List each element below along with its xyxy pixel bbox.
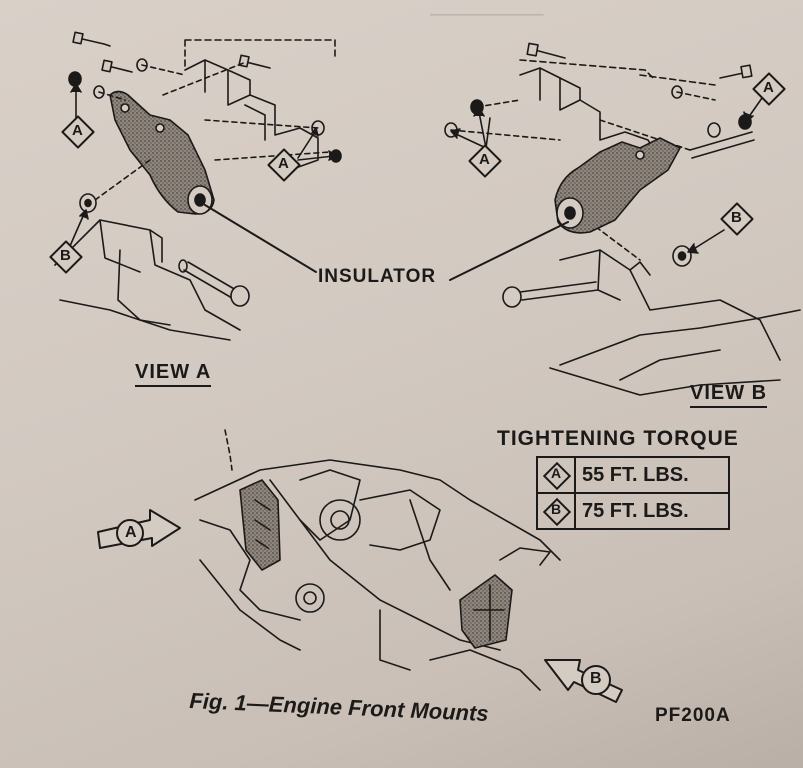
torque-table: A 55 FT. LBS. B 75 FT. LBS. <box>536 456 730 530</box>
torque-key-a: A <box>536 456 576 494</box>
torque-row-a: A 55 FT. LBS. <box>536 456 730 494</box>
callout-a-right: A <box>278 155 289 172</box>
view-b-drawing <box>444 42 801 396</box>
callout-a-left: A <box>72 122 83 139</box>
callout-a-view-b-right: A <box>763 79 774 96</box>
arrow-label-b: B <box>590 670 602 687</box>
torque-row-b: B 75 FT. LBS. <box>536 492 730 530</box>
torque-table-title: TIGHTENING TORQUE <box>497 427 739 450</box>
view-b-title: VIEW B <box>690 382 768 408</box>
diamond-b-icon: B <box>542 497 572 527</box>
figure-code: PF200A <box>655 705 731 726</box>
callout-a-view-b-left: A <box>479 151 490 168</box>
callout-b-view-b: B <box>731 209 742 226</box>
torque-value-a: 55 FT. LBS. <box>574 456 730 494</box>
arrow-label-a: A <box>125 524 137 541</box>
diamond-a-icon: A <box>542 461 572 491</box>
callout-diamonds <box>49 72 786 274</box>
torque-value-b: 75 FT. LBS. <box>574 492 730 530</box>
torque-key-b: B <box>536 492 576 530</box>
view-a-title: VIEW A <box>135 361 212 387</box>
insulator-label: INSULATOR <box>318 266 437 287</box>
bleed-through-text: ──────── <box>430 4 544 26</box>
engine-overview-drawing <box>97 429 623 703</box>
callout-b-view-a: B <box>60 247 71 264</box>
view-a-drawing <box>54 31 342 341</box>
